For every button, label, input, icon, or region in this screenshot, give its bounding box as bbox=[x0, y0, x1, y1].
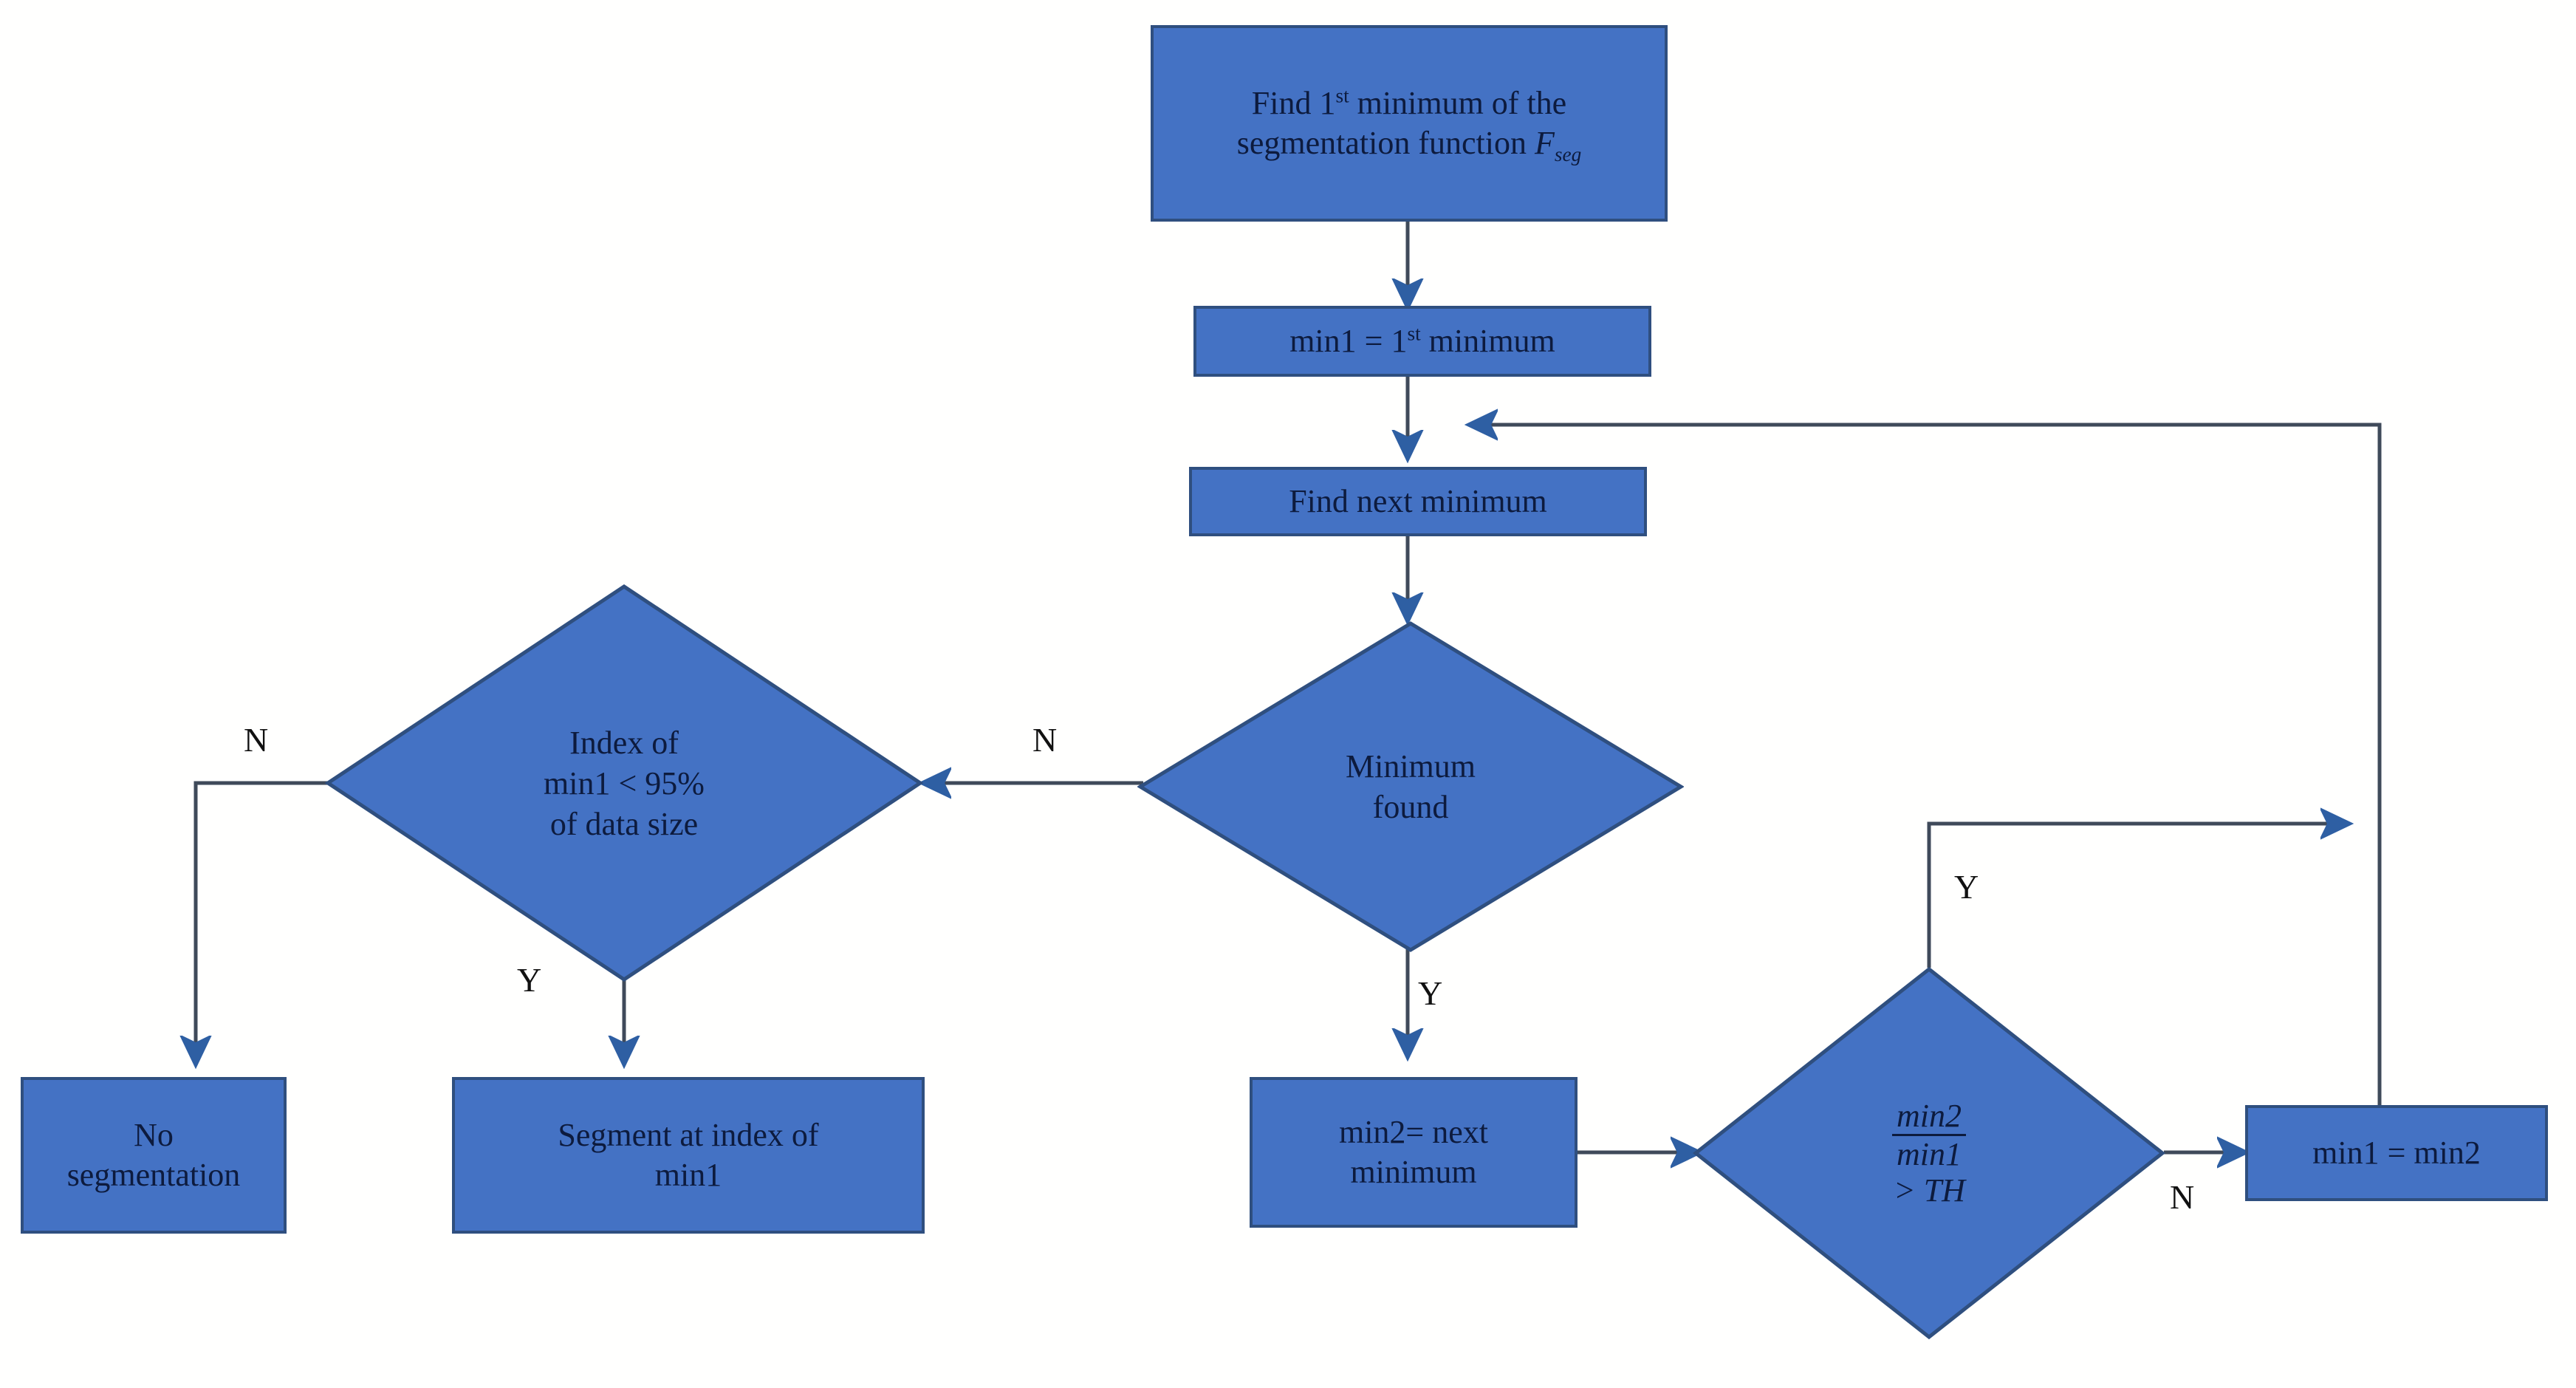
ratio-check-shape bbox=[1693, 966, 2165, 1340]
edge-label-minimum-found-yes: Y bbox=[1418, 974, 1443, 1012]
node-index-check[interactable]: Index of min1 < 95% of data size bbox=[325, 584, 923, 982]
node-min1-eq-min2[interactable]: min1 = min2 bbox=[2245, 1105, 2548, 1201]
node-find-next-minimum-label: Find next minimum bbox=[1289, 483, 1547, 520]
node-min1-assign[interactable]: min1 = 1st minimum bbox=[1193, 306, 1651, 377]
edge-label-index-check-no: N bbox=[244, 721, 269, 759]
node-min1-assign-label: min1 = 1st minimum bbox=[1289, 322, 1555, 360]
node-no-segmentation[interactable]: No segmentation bbox=[21, 1077, 287, 1234]
edge-label-index-check-yes: Y bbox=[517, 961, 542, 999]
edge-ratiocheck-yes-to-trunk bbox=[1927, 824, 2349, 968]
node-min2-assign-label: min2= next minimum bbox=[1338, 1114, 1489, 1190]
node-min2-assign[interactable]: min2= next minimum bbox=[1250, 1077, 1578, 1228]
edge-label-ratio-check-yes: Y bbox=[1954, 868, 1979, 906]
node-segment-at-index-label: Segment at index of min1 bbox=[558, 1117, 819, 1193]
edge-label-ratio-check-no: N bbox=[2170, 1178, 2195, 1216]
index-check-shape bbox=[325, 584, 923, 982]
node-no-segmentation-label: No segmentation bbox=[66, 1117, 241, 1193]
node-ratio-check-label: min2 min1 > TH bbox=[1693, 966, 2165, 1340]
ratio-numerator: min2 bbox=[1892, 1098, 1966, 1136]
node-min1-eq-min2-label: min1 = min2 bbox=[2312, 1135, 2481, 1172]
node-find-first-minimum-label: Find 1st minimum of the segmentation fun… bbox=[1236, 84, 1582, 165]
node-ratio-check[interactable]: min2 min1 > TH bbox=[1693, 966, 2165, 1340]
node-index-check-label: Index of min1 < 95% of data size bbox=[544, 724, 705, 842]
node-minimum-found[interactable]: Minimum found bbox=[1137, 621, 1684, 953]
ratio-denominator: min1 bbox=[1897, 1135, 1962, 1172]
edge-indexcheck-no-to-nosegmentation bbox=[196, 781, 332, 1064]
node-find-first-minimum[interactable]: Find 1st minimum of the segmentation fun… bbox=[1151, 25, 1668, 222]
minimum-found-shape bbox=[1137, 621, 1684, 952]
node-minimum-found-label: Minimum found bbox=[1345, 748, 1476, 825]
node-segment-at-index[interactable]: Segment at index of min1 bbox=[452, 1077, 925, 1234]
edge-label-minimum-found-no: N bbox=[1032, 721, 1058, 759]
ratio-comparison: > TH bbox=[1894, 1172, 1965, 1209]
node-find-next-minimum[interactable]: Find next minimum bbox=[1189, 467, 1647, 536]
